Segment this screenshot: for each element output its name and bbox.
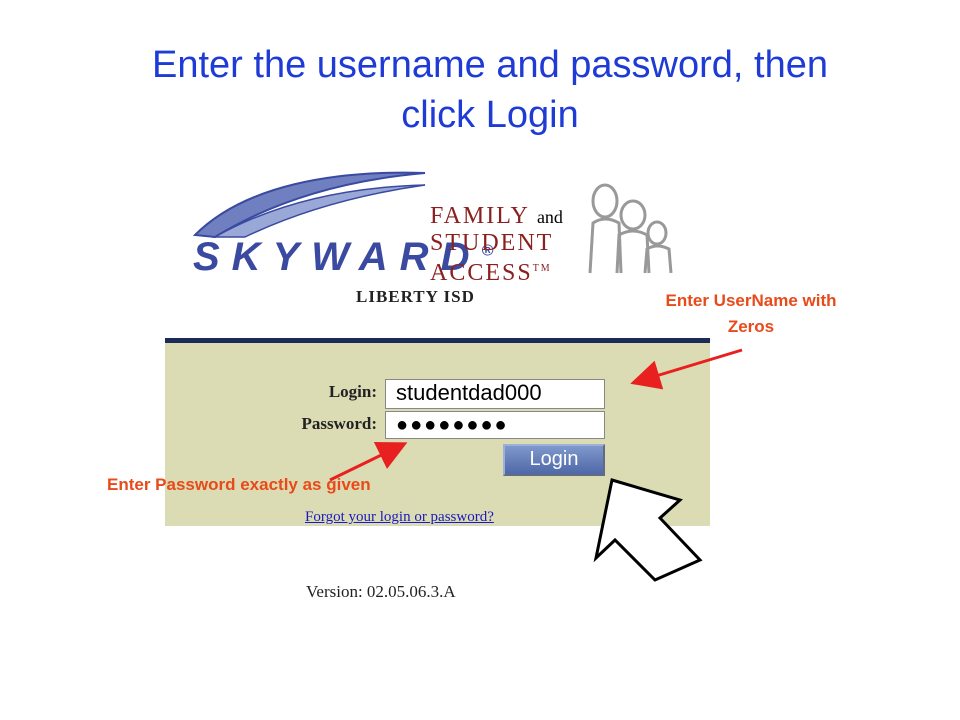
family-people-icon xyxy=(588,183,673,274)
password-input[interactable]: ●●●●●●●● xyxy=(385,411,605,439)
slide-title-line1: Enter the username and password, then xyxy=(152,44,828,86)
skyward-logo: SKYWARD® FAMILY and STUDENT ACCESSTM xyxy=(185,165,705,286)
username-arrow xyxy=(630,348,743,390)
registered-mark: ® xyxy=(481,242,494,260)
family-text: FAMILY xyxy=(430,203,529,229)
and-text: and xyxy=(536,207,563,227)
student-text: STUDENT xyxy=(430,230,554,256)
username-annotation-line1: Enter UserName with xyxy=(665,291,837,310)
username-annotation: Enter UserName with Zeros xyxy=(626,288,876,340)
version-text: Version: 02.05.06.3.A xyxy=(306,582,456,601)
login-label: Login: xyxy=(328,382,377,401)
big-pointer-arrow-icon xyxy=(593,478,703,582)
brand-text: SKYWARD xyxy=(193,235,482,279)
password-annotation: Enter Password exactly as given xyxy=(107,475,371,494)
password-arrow xyxy=(329,442,408,482)
forgot-password-link[interactable]: Forgot your login or password? xyxy=(305,509,494,525)
login-panel: Login: studentdad000 Password: ●●●●●●●● … xyxy=(165,338,710,526)
username-annotation-line2: Zeros xyxy=(727,317,775,336)
tm-mark: TM xyxy=(532,263,552,274)
password-label: Password: xyxy=(301,414,377,433)
login-input[interactable]: studentdad000 xyxy=(385,379,605,409)
skyward-brand: SKYWARD® xyxy=(193,235,493,280)
swoosh-icon xyxy=(192,171,426,239)
login-button[interactable]: Login xyxy=(503,444,605,476)
district-name: LIBERTY ISD xyxy=(356,287,475,306)
family-student-access: FAMILY and STUDENT ACCESSTM xyxy=(430,203,563,286)
access-text: ACCESS xyxy=(430,260,533,286)
slide-title-line2: click Login xyxy=(401,94,579,136)
slide-title: Enter the username and password, then cl… xyxy=(60,40,920,140)
